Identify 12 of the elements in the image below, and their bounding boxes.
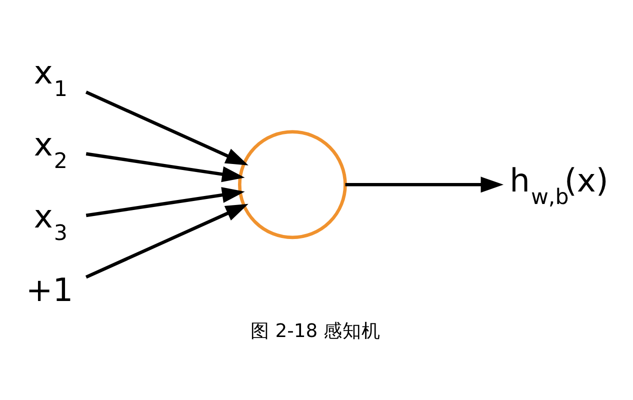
arrow (86, 152, 245, 182)
node-circle (238, 130, 347, 240)
node-text: +1 (26, 271, 74, 310)
node-text: x$_{3}$ (34, 198, 68, 246)
node-text: x$_{2}$ (34, 126, 68, 174)
arrow (85, 204, 248, 279)
node-text: h$_{w,b}$(x) (510, 162, 608, 210)
arrow (85, 90, 248, 166)
node-text: x$_{1}$ (34, 53, 68, 102)
arrow (86, 187, 245, 218)
caption: 图 2-18 感知机 (250, 321, 381, 342)
arrow (345, 176, 504, 193)
